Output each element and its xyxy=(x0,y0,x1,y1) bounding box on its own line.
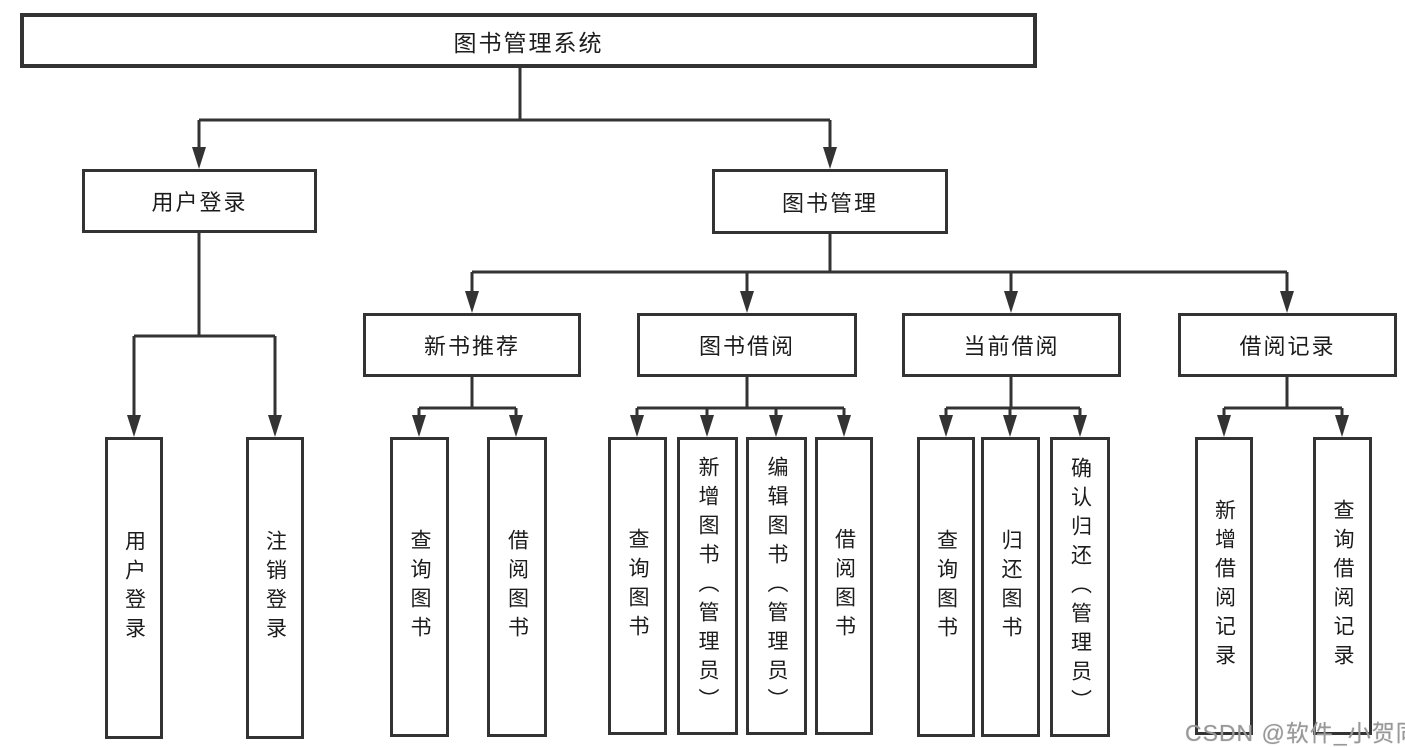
node-user-login: 用户登录 xyxy=(82,169,317,233)
node-book-borrow-label: 图书借阅 xyxy=(698,334,795,359)
watermark: CSDN @软件_小贺同学 xyxy=(1185,720,1405,746)
node-records-query-record: 查询借阅记录 xyxy=(1313,437,1372,735)
node-current-confirm-return-admin-label: 确认归还（管理员） xyxy=(1068,456,1092,718)
node-book-management-label: 图书管理 xyxy=(781,190,878,216)
node-current-query-books-label: 查询图书 xyxy=(934,529,958,645)
node-user-login-label: 用户登录 xyxy=(151,190,248,215)
node-logout-label: 注销登录 xyxy=(263,530,287,646)
node-logout: 注销登录 xyxy=(246,437,304,739)
node-new-book-recommend: 新书推荐 xyxy=(363,313,581,377)
node-new-book-recommend-label: 新书推荐 xyxy=(423,334,520,359)
node-borrow-query-books-label: 查询图书 xyxy=(626,528,649,644)
node-borrow-edit-books-admin: 编辑图书（管理员） xyxy=(746,437,807,735)
node-current-return-books: 归还图书 xyxy=(981,437,1040,737)
node-current-borrow-label: 当前借阅 xyxy=(963,334,1060,359)
node-book-management: 图书管理 xyxy=(712,169,948,234)
node-borrow-query-books: 查询图书 xyxy=(608,437,667,735)
node-newrec-borrow-books: 借阅图书 xyxy=(487,437,547,737)
node-current-return-books-label: 归还图书 xyxy=(999,529,1022,645)
node-login-label: 用户登录 xyxy=(122,530,146,646)
node-records-query-record-label: 查询借阅记录 xyxy=(1331,499,1354,673)
node-records-add-record: 新增借阅记录 xyxy=(1195,437,1253,735)
node-root-label: 图书管理系统 xyxy=(453,29,604,56)
node-current-query-books: 查询图书 xyxy=(917,437,975,737)
node-borrow-borrow-books: 借阅图书 xyxy=(815,437,873,735)
node-borrow-add-books-admin: 新增图书（管理员） xyxy=(677,437,738,735)
node-borrow-borrow-books-label: 借阅图书 xyxy=(832,528,856,644)
node-borrow-records: 借阅记录 xyxy=(1178,313,1397,377)
node-newrec-query-books-label: 查询图书 xyxy=(408,529,431,645)
node-records-add-record-label: 新增借阅记录 xyxy=(1212,499,1236,673)
node-borrow-add-books-admin-label: 新增图书（管理员） xyxy=(696,455,719,717)
node-newrec-borrow-books-label: 借阅图书 xyxy=(505,529,529,645)
node-borrow-edit-books-admin-label: 编辑图书（管理员） xyxy=(765,455,788,717)
node-newrec-query-books: 查询图书 xyxy=(390,437,449,737)
node-root: 图书管理系统 xyxy=(20,13,1037,68)
node-current-confirm-return-admin: 确认归还（管理员） xyxy=(1050,437,1110,737)
node-book-borrow: 图书借阅 xyxy=(637,313,857,377)
node-borrow-records-label: 借阅记录 xyxy=(1239,334,1336,359)
node-login: 用户登录 xyxy=(105,437,163,739)
node-current-borrow: 当前借阅 xyxy=(902,313,1121,377)
